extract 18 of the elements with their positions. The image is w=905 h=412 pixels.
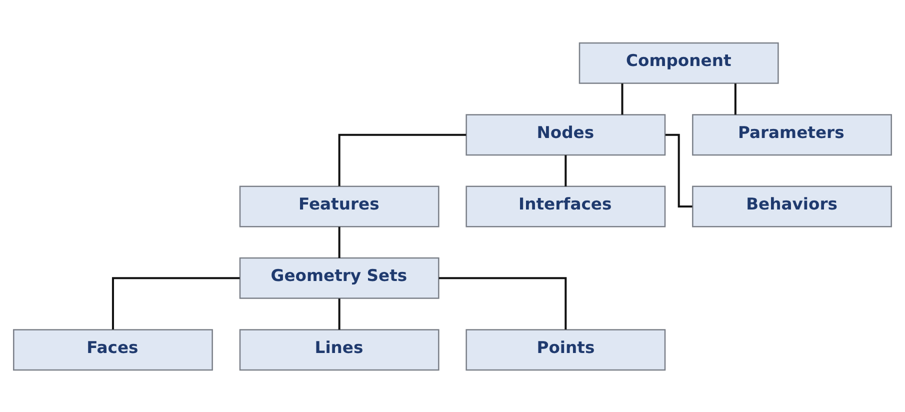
connector <box>112 276 240 329</box>
node-box: Features <box>239 185 440 227</box>
node-box: Interfaces <box>466 185 666 227</box>
connector <box>338 133 466 186</box>
node-box: Component <box>578 42 779 84</box>
node-box: Lines <box>239 328 440 370</box>
connector <box>438 276 567 329</box>
connector <box>621 83 624 114</box>
node-box: Behaviors <box>692 185 892 227</box>
node-box: Geometry Sets <box>239 256 440 298</box>
node-box: Parameters <box>692 114 892 156</box>
connector <box>734 83 736 114</box>
connector <box>338 298 340 330</box>
connector <box>338 226 340 258</box>
node-box: Nodes <box>466 114 666 156</box>
connector <box>564 154 567 186</box>
node-box: Faces <box>13 328 213 370</box>
node-box: Points <box>466 328 666 370</box>
